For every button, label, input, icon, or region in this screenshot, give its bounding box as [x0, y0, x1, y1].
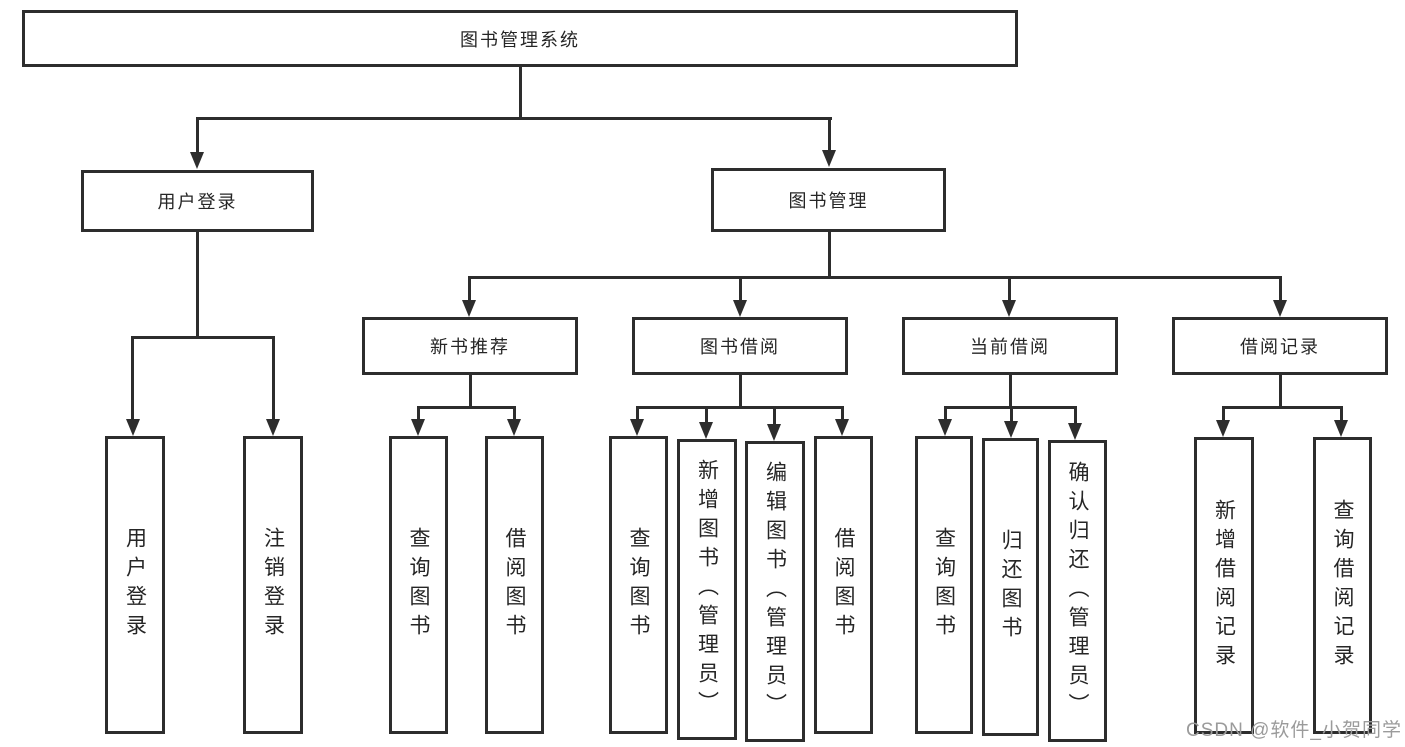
leaf-borrow-add-admin-label: 新增图书（管理员）: [695, 459, 719, 720]
arrow-down-icon: [938, 419, 952, 436]
arrow-down-icon: [699, 422, 713, 439]
node-root-label: 图书管理系统: [460, 29, 580, 50]
connector-g3-drop-3: [1074, 406, 1077, 425]
leaf-borrow-edit-admin-label: 编辑图书（管理员）: [763, 461, 787, 722]
leaf-borrow-query-label: 查询图书: [627, 527, 650, 643]
leaf-current-confirm-admin-label: 确认归还（管理员）: [1066, 460, 1089, 722]
leaf-current-query-label: 查询图书: [932, 527, 956, 643]
connector-g3-drop-1: [944, 406, 947, 421]
leaf-logout-label: 注销登录: [261, 527, 285, 643]
node-borrow-records: 借阅记录: [1172, 317, 1388, 375]
connector-l3-drop-4: [1279, 276, 1282, 302]
connector-g2-stub: [739, 375, 742, 406]
connector-root-stub: [519, 66, 522, 117]
connector-g4-rail: [1222, 406, 1343, 409]
leaf-record-add: 新增借阅记录: [1194, 437, 1254, 734]
node-current-borrow-label: 当前借阅: [970, 337, 1050, 357]
connector-g1-stub: [469, 375, 472, 406]
connector-g2-drop-3: [773, 406, 776, 426]
leaf-borrow-query: 查询图书: [609, 436, 668, 734]
node-book-borrow: 图书借阅: [632, 317, 848, 375]
csdn-watermark: CSDN @软件_小贺同学: [1186, 720, 1402, 741]
arrow-down-icon: [1334, 420, 1348, 437]
leaf-newbook-query-label: 查询图书: [407, 527, 430, 643]
connector-login-stub: [196, 232, 199, 336]
leaf-borrow-edit-admin: 编辑图书（管理员）: [745, 441, 805, 742]
leaf-record-add-label: 新增借阅记录: [1212, 498, 1236, 673]
arrow-down-icon: [835, 419, 849, 436]
connector-l3-rail: [468, 276, 1281, 279]
arrow-down-icon: [630, 419, 644, 436]
connector-g2-drop-1: [636, 406, 639, 421]
leaf-user-login-label: 用户登录: [123, 527, 147, 643]
connector-g2-drop-2: [705, 406, 708, 424]
node-root: 图书管理系统: [22, 10, 1018, 67]
leaf-record-query-label: 查询借阅记录: [1331, 498, 1354, 673]
arrow-down-icon: [266, 419, 280, 436]
node-book-mgmt-label: 图书管理: [788, 191, 869, 211]
connector-g1-rail: [417, 406, 516, 409]
leaf-newbook-borrow-label: 借阅图书: [503, 527, 526, 643]
leaf-logout: 注销登录: [243, 436, 303, 734]
arrow-down-icon: [411, 419, 425, 436]
leaf-user-login: 用户登录: [105, 436, 165, 734]
arrow-down-icon: [733, 300, 747, 317]
connector-g4-stub: [1279, 375, 1282, 406]
connector-l3-drop-1: [468, 276, 471, 302]
leaf-borrow-add-admin: 新增图书（管理员）: [677, 439, 737, 740]
connector-l2-drop-mgmt: [828, 117, 831, 153]
connector-login-rail: [131, 336, 275, 339]
leaf-current-query: 查询图书: [915, 436, 973, 734]
node-borrow-records-label: 借阅记录: [1240, 337, 1320, 357]
arrow-down-icon: [190, 152, 204, 169]
connector-g1-drop-1: [417, 406, 420, 421]
leaf-borrow-borrow-label: 借阅图书: [832, 527, 855, 643]
arrow-down-icon: [1002, 300, 1016, 317]
leaf-current-return: 归还图书: [982, 438, 1039, 736]
arrow-down-icon: [1216, 420, 1230, 437]
connector-mgmt-stub: [828, 232, 831, 276]
connector-g4-drop-2: [1340, 406, 1343, 422]
leaf-newbook-query: 查询图书: [389, 436, 448, 734]
leaf-current-return-label: 归还图书: [999, 529, 1022, 645]
arrow-down-icon: [1004, 421, 1018, 438]
node-new-book-recommend: 新书推荐: [362, 317, 578, 375]
node-current-borrow: 当前借阅: [902, 317, 1118, 375]
connector-g1-drop-2: [513, 406, 516, 421]
connector-l2-drop-login: [196, 117, 199, 155]
arrow-down-icon: [1273, 300, 1287, 317]
connector-login-drop-2: [272, 336, 275, 420]
connector-g3-drop-2: [1010, 406, 1013, 423]
leaf-current-confirm-admin: 确认归还（管理员）: [1048, 440, 1107, 742]
leaf-newbook-borrow: 借阅图书: [485, 436, 544, 734]
connector-l3-drop-2: [739, 276, 742, 302]
connector-g4-drop-1: [1222, 406, 1225, 422]
arrow-down-icon: [126, 419, 140, 436]
node-user-login: 用户登录: [81, 170, 314, 232]
arrow-down-icon: [1068, 423, 1082, 440]
connector-g3-stub: [1009, 375, 1012, 406]
arrow-down-icon: [767, 424, 781, 441]
connector-g2-drop-4: [841, 406, 844, 421]
connector-l3-drop-3: [1008, 276, 1011, 302]
node-book-mgmt: 图书管理: [711, 168, 946, 232]
connector-l2-rail: [196, 117, 832, 120]
arrow-down-icon: [462, 300, 476, 317]
leaf-record-query: 查询借阅记录: [1313, 437, 1372, 734]
leaf-borrow-borrow: 借阅图书: [814, 436, 873, 734]
connector-g2-rail: [636, 406, 843, 409]
arrow-down-icon: [822, 150, 836, 167]
arrow-down-icon: [507, 419, 521, 436]
node-new-book-recommend-label: 新书推荐: [430, 337, 510, 357]
connector-login-drop-1: [131, 336, 134, 420]
node-book-borrow-label: 图书借阅: [700, 337, 780, 357]
node-user-login-label: 用户登录: [157, 192, 238, 212]
